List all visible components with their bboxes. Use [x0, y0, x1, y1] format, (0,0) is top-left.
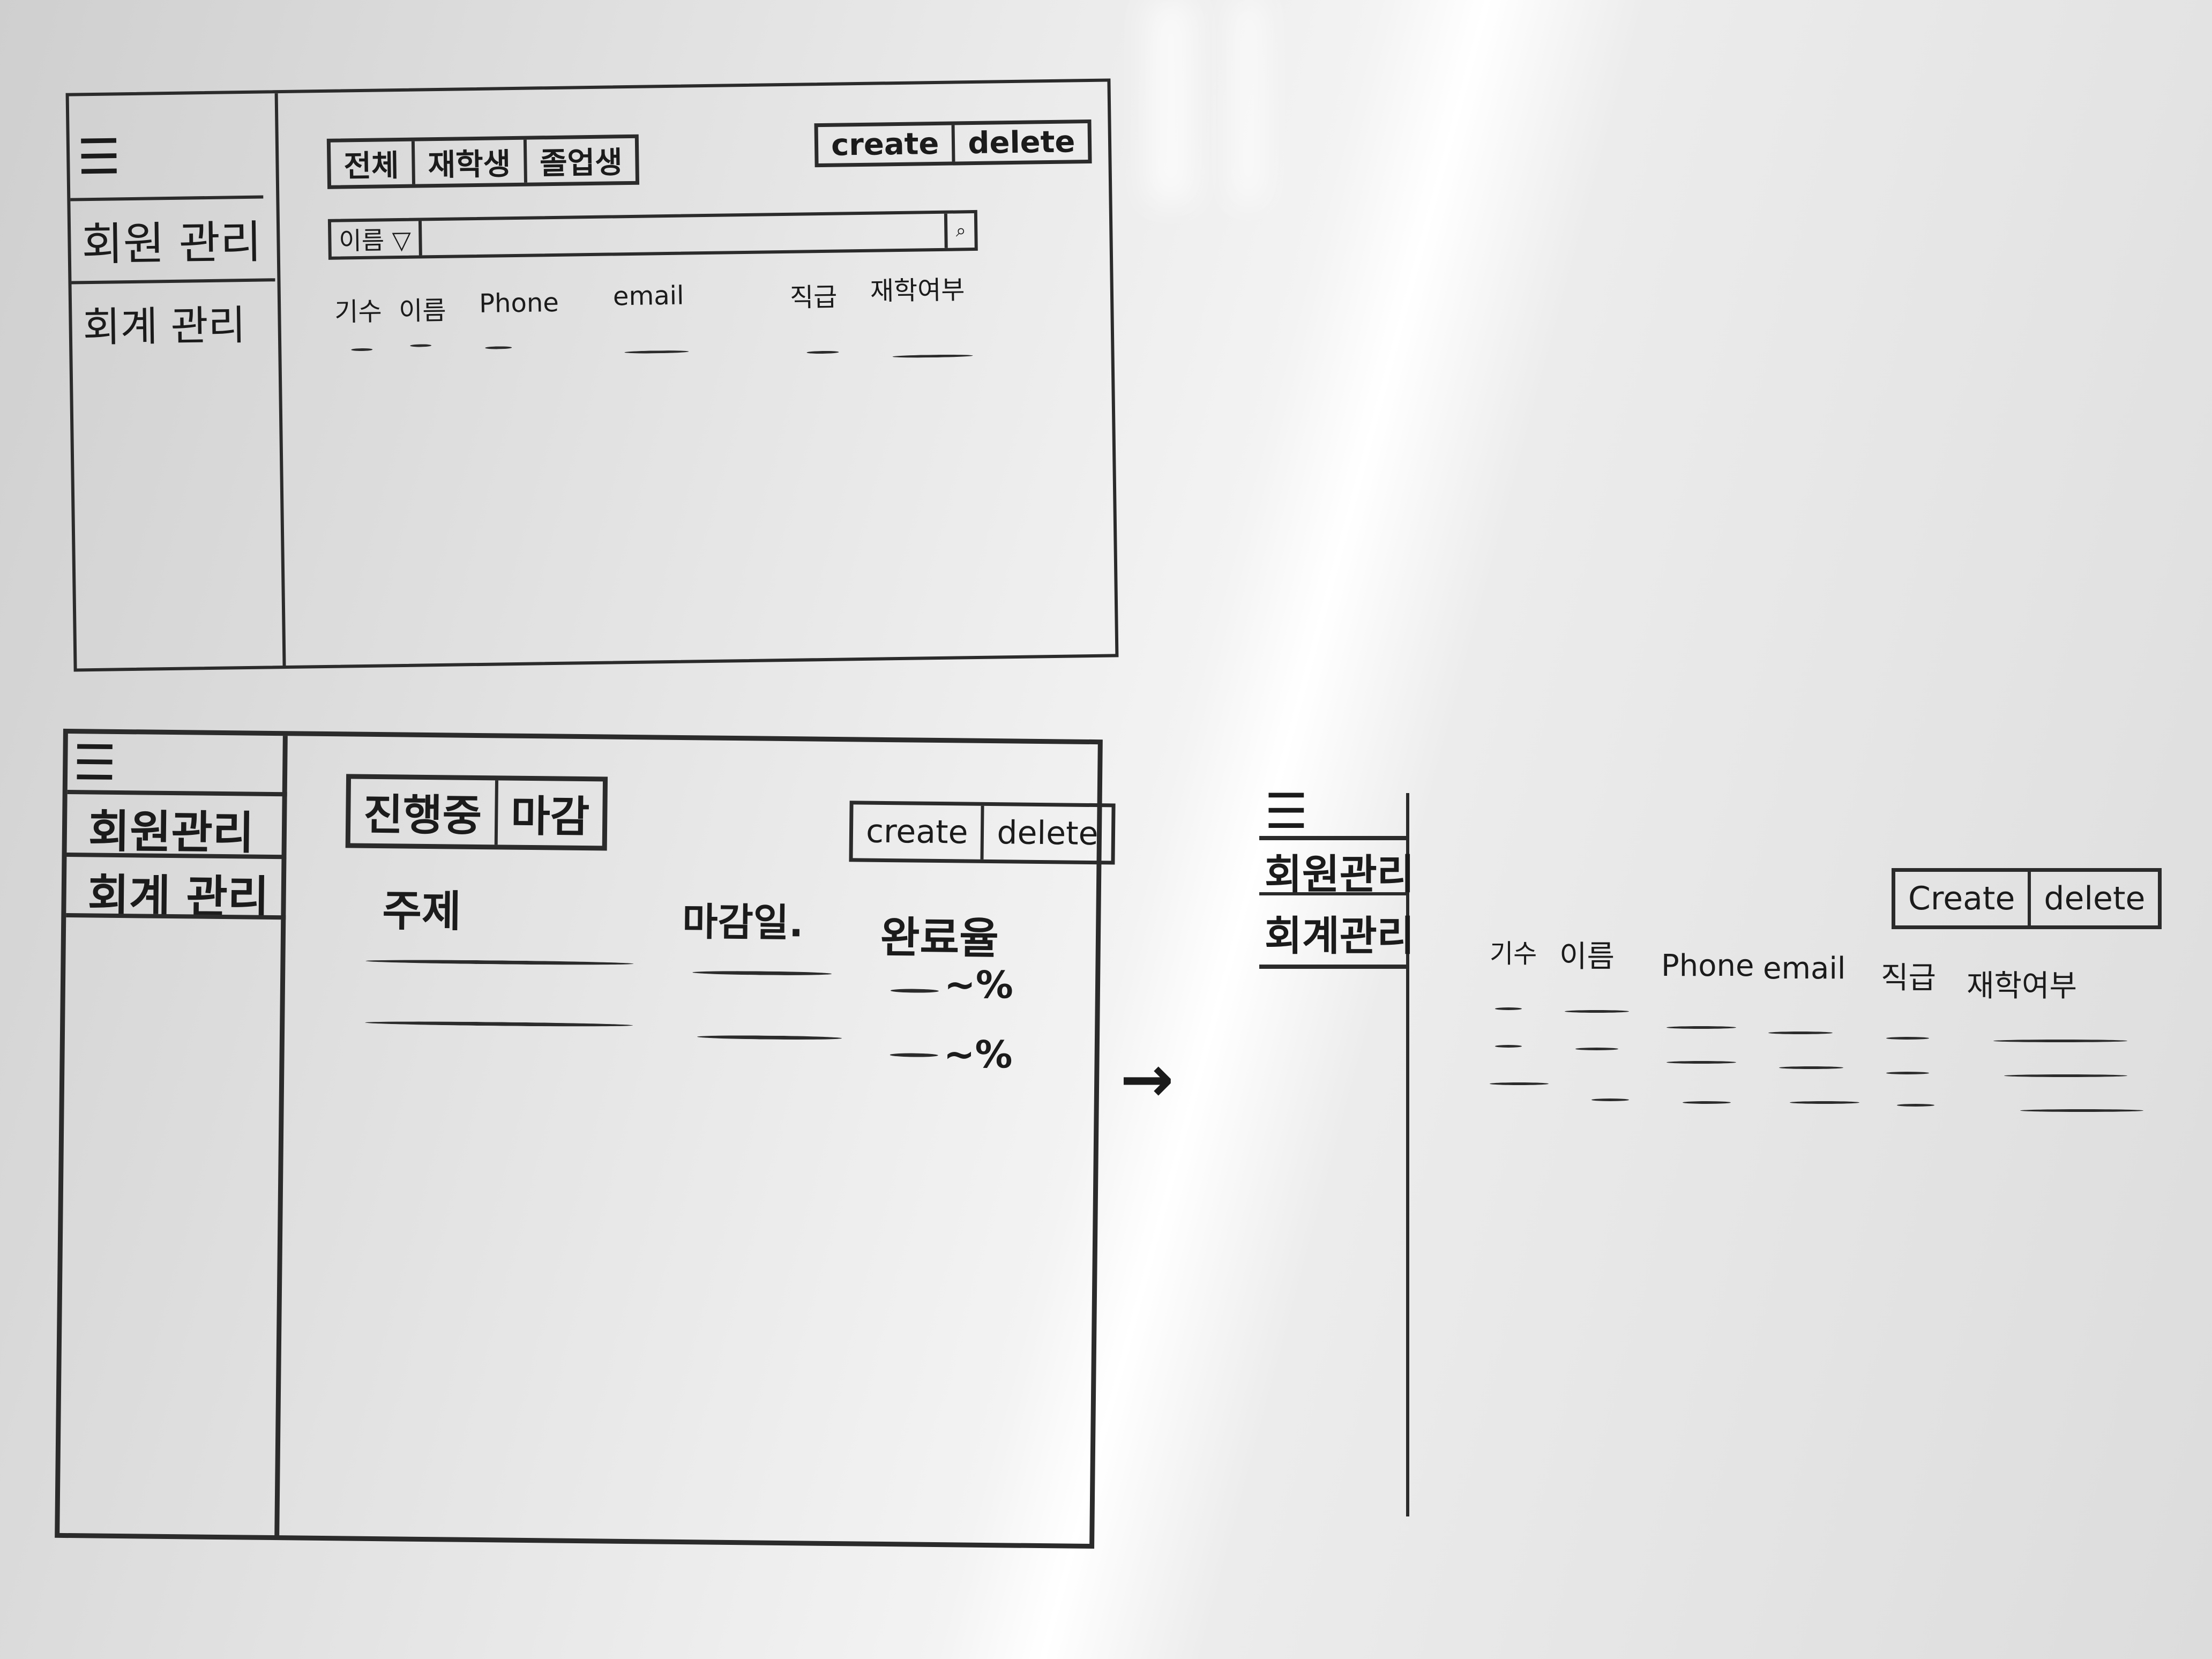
column-header-phone: Phone — [479, 287, 559, 319]
table-row-rate-placeholder — [890, 1053, 938, 1058]
column-header-name: 이름 — [1559, 939, 1615, 974]
table-row-placeholder — [1490, 1082, 1549, 1085]
table-row-topic — [365, 959, 634, 966]
action-buttons: Create delete — [1892, 868, 2162, 929]
column-header-enrollment: 재학여부 — [1967, 969, 2078, 1004]
tab-in-progress[interactable]: 진행중 — [350, 779, 498, 845]
status-tabs: 진행중 마감 — [345, 774, 608, 851]
table-row-placeholder — [1667, 1061, 1736, 1064]
table-row-placeholder — [1897, 1104, 1934, 1107]
column-header-phone: Phone — [1661, 948, 1754, 983]
create-button[interactable]: create — [853, 804, 985, 860]
table-row-rate: ~% — [943, 1032, 1013, 1077]
table-row-rate-placeholder — [890, 989, 939, 993]
sketch2-window: ☰ 회원관리 회계 관리 진행중 마감 create delete 주제 마감일… — [55, 728, 1116, 1549]
delete-button[interactable]: delete — [997, 814, 1098, 853]
column-header-position: 직급 — [789, 282, 838, 313]
table-row-placeholder — [1565, 1010, 1629, 1013]
column-header-deadline: 마감일. — [682, 899, 804, 946]
filter-tabs: 전체 재학생 졸업생 — [326, 134, 640, 189]
sidebar-item-member-management[interactable]: 회원 관리 — [81, 215, 262, 271]
search-input[interactable] — [421, 213, 945, 256]
table-row-placeholder — [892, 354, 973, 358]
hamburger-icon[interactable]: ☰ — [72, 735, 117, 791]
column-header-email: email — [612, 280, 684, 312]
table-row-rate: ~% — [944, 962, 1014, 1007]
sidebar-divider — [1259, 965, 1409, 969]
delete-button[interactable]: delete — [2044, 880, 2146, 917]
table-row-placeholder — [351, 348, 373, 352]
column-header-name: 이름 — [398, 295, 447, 327]
tab-graduates[interactable]: 졸업생 — [539, 145, 623, 181]
table-row-placeholder — [485, 346, 512, 349]
search-bar: 이름 ▽ ⌕ — [327, 210, 978, 260]
create-button[interactable]: create — [818, 125, 955, 164]
column-header-topic: 주제 — [382, 886, 462, 937]
column-header-generation: 기수 — [1490, 939, 1537, 969]
action-buttons: create delete — [814, 119, 1092, 168]
table-row-placeholder — [1779, 1066, 1843, 1069]
table-row-deadline — [692, 970, 832, 976]
tab-all[interactable]: 전체 — [330, 141, 416, 185]
table-row-topic — [365, 1020, 633, 1028]
arrow-right-icon: → — [1120, 1042, 1174, 1117]
table-row-placeholder — [1886, 1037, 1929, 1040]
sidebar-item-member-management[interactable]: 회원관리 — [1265, 850, 1415, 898]
table-row-placeholder — [2020, 1109, 2143, 1112]
sidebar-divider — [1259, 892, 1409, 895]
table-row-placeholder — [1495, 1007, 1522, 1010]
column-header-enrollment: 재학여부 — [870, 275, 965, 307]
tab-current-students[interactable]: 재학생 — [414, 139, 527, 184]
table-row-placeholder — [806, 350, 839, 354]
sidebar-divider — [1259, 836, 1409, 840]
column-header-completion-rate: 완료율 — [880, 912, 999, 964]
sidebar-item-accounting-management[interactable]: 회계 관리 — [83, 301, 246, 352]
create-button[interactable]: Create — [1895, 872, 2031, 925]
search-icon[interactable]: ⌕ — [944, 213, 975, 248]
sketch3-sidebar — [1259, 793, 1409, 1516]
column-header-position: 직급 — [1881, 961, 1937, 996]
sketch3-window: ☰ 회원관리 회계관리 Create delete 기수 이름 Phone em… — [1259, 782, 2170, 1522]
table-row-placeholder — [1575, 1048, 1618, 1050]
table-row-placeholder — [1790, 1101, 1859, 1104]
delete-button[interactable]: delete — [967, 124, 1075, 161]
table-row-placeholder — [1886, 1072, 1929, 1074]
table-row-placeholder — [1768, 1032, 1833, 1034]
table-row-placeholder — [1993, 1040, 2127, 1042]
action-buttons: create delete — [849, 801, 1116, 865]
table-row-placeholder — [410, 344, 432, 347]
sidebar-item-member-management[interactable]: 회원관리 — [88, 805, 255, 860]
table-row-placeholder — [624, 350, 689, 354]
table-row-placeholder — [2004, 1074, 2127, 1077]
table-row-placeholder — [1495, 1045, 1522, 1048]
hamburger-icon[interactable]: ☰ — [1265, 783, 1308, 840]
sketch1-window: ☰ 회원 관리 회계 관리 전체 재학생 졸업생 create delete 이… — [65, 78, 1119, 672]
table-row-deadline — [697, 1035, 842, 1041]
tab-closed[interactable]: 마감 — [510, 791, 590, 842]
search-field-select[interactable]: 이름 ▽ — [331, 221, 422, 257]
table-row-placeholder — [1683, 1101, 1731, 1104]
sidebar-item-accounting-management[interactable]: 회계관리 — [1265, 912, 1415, 960]
table-row-placeholder — [1591, 1098, 1629, 1101]
column-header-email: email — [1763, 951, 1846, 986]
table-row-placeholder — [1667, 1026, 1736, 1029]
column-header-generation: 기수 — [334, 296, 383, 327]
hamburger-icon[interactable]: ☰ — [77, 129, 121, 186]
